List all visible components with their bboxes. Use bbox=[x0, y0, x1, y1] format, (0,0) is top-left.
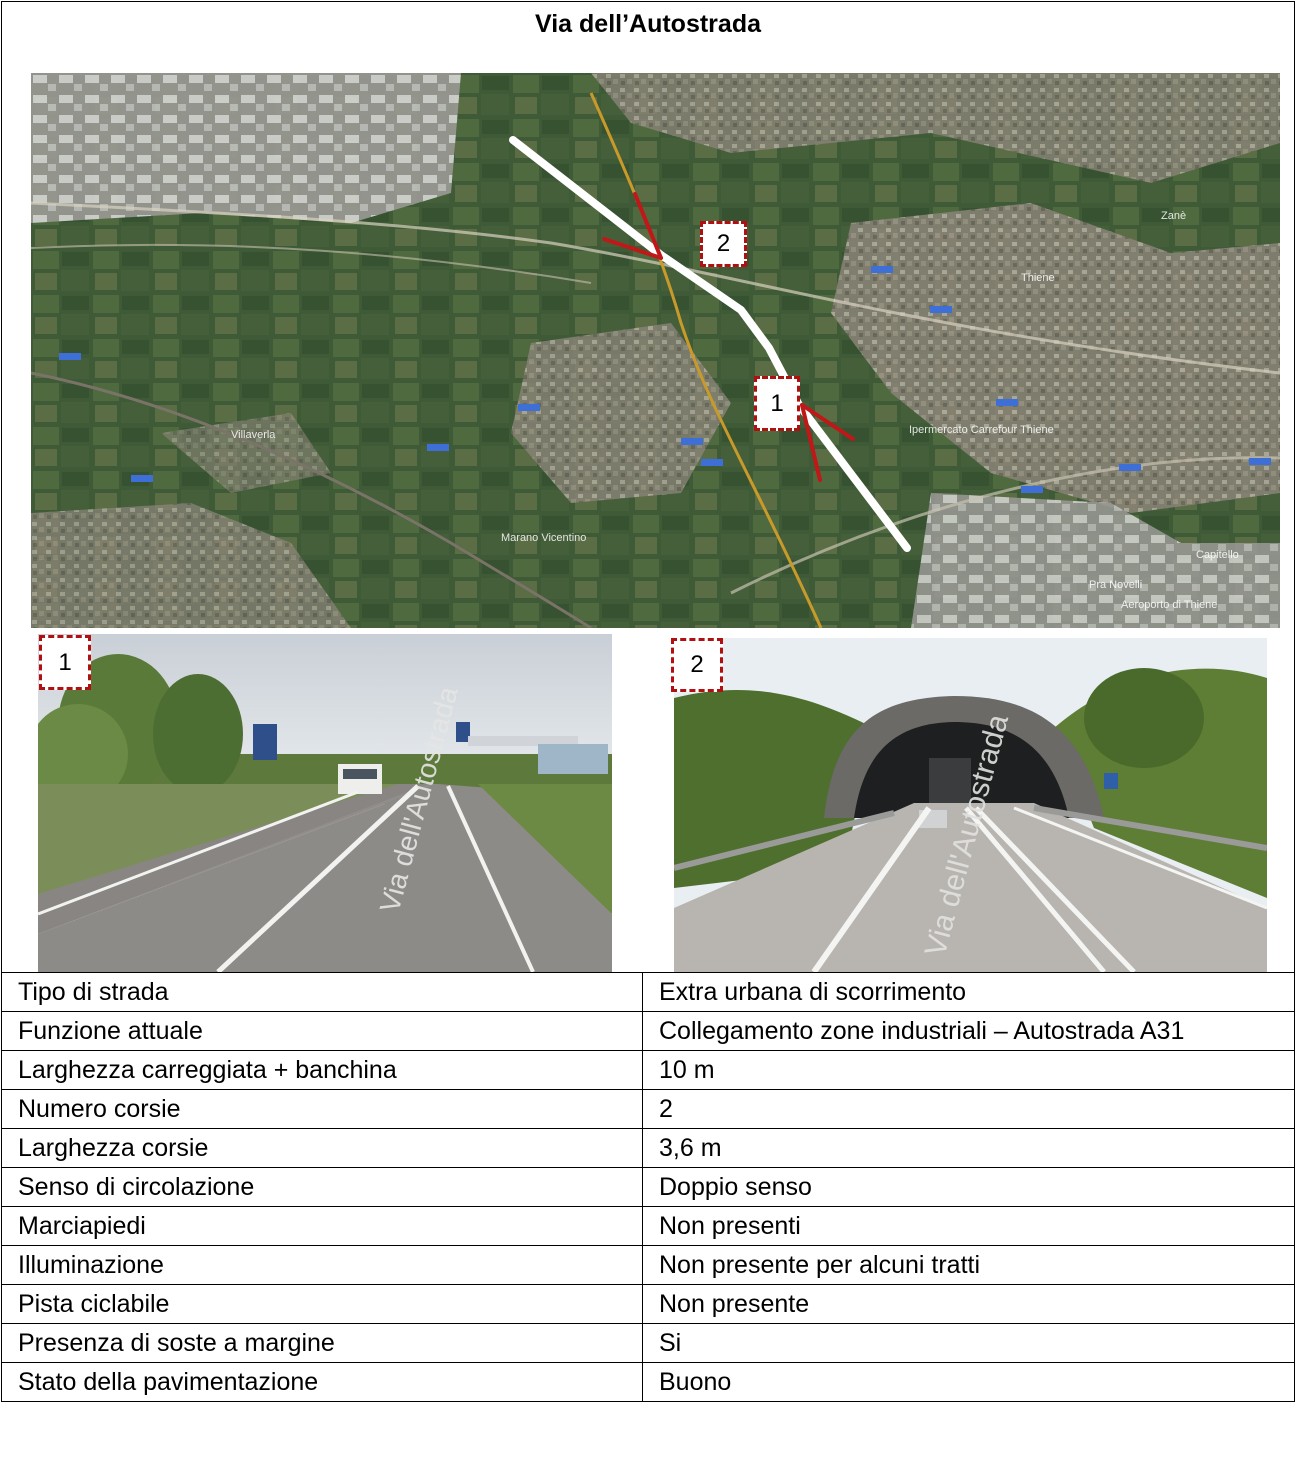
attribute-value: Doppio senso bbox=[642, 1167, 1295, 1207]
attribute-value: Non presente bbox=[642, 1284, 1295, 1324]
map-label-marano: Marano Vicentino bbox=[501, 532, 586, 544]
road-attributes-table: Tipo di strada Extra urbana di scorrimen… bbox=[1, 972, 1295, 1402]
sheet-frame bbox=[1, 1, 1295, 973]
attribute-value: 2 bbox=[642, 1089, 1295, 1129]
attribute-value: Non presente per alcuni tratti bbox=[642, 1245, 1295, 1285]
attribute-label: Illuminazione bbox=[1, 1245, 643, 1285]
satellite-map: Thiene Ipermercato Carrefour Thiene Aero… bbox=[31, 73, 1280, 628]
map-marker-2: 2 bbox=[700, 221, 747, 267]
attribute-value: 3,6 m bbox=[642, 1128, 1295, 1168]
table-row: Funzione attuale Collegamento zone indus… bbox=[1, 1011, 1295, 1051]
map-marker-1: 1 bbox=[754, 376, 800, 431]
attribute-label: Presenza di soste a margine bbox=[1, 1323, 643, 1363]
attribute-label: Pista ciclabile bbox=[1, 1284, 643, 1324]
attribute-label: Stato della pavimentazione bbox=[1, 1362, 643, 1402]
attribute-value: Buono bbox=[642, 1362, 1295, 1402]
table-row: Senso di circolazione Doppio senso bbox=[1, 1167, 1295, 1207]
attribute-value: 10 m bbox=[642, 1050, 1295, 1090]
attribute-label: Numero corsie bbox=[1, 1089, 643, 1129]
route-line bbox=[509, 136, 911, 552]
table-row: Marciapiedi Non presenti bbox=[1, 1206, 1295, 1246]
attribute-label: Larghezza carreggiata + banchina bbox=[1, 1050, 643, 1090]
attribute-label: Marciapiedi bbox=[1, 1206, 643, 1246]
attribute-label: Funzione attuale bbox=[1, 1011, 643, 1051]
attribute-label: Tipo di strada bbox=[1, 972, 643, 1012]
photo-marker-2: 2 bbox=[671, 638, 723, 692]
table-row: Illuminazione Non presente per alcuni tr… bbox=[1, 1245, 1295, 1285]
photo-2-scene: Via dell'Autostrada bbox=[674, 638, 1267, 972]
table-row: Larghezza corsie 3,6 m bbox=[1, 1128, 1295, 1168]
map-label-carrefour: Ipermercato Carrefour Thiene bbox=[909, 424, 1054, 436]
table-row: Larghezza carreggiata + banchina 10 m bbox=[1, 1050, 1295, 1090]
map-label-capitello: Capitello bbox=[1196, 549, 1239, 561]
table-row: Presenza di soste a margine Si bbox=[1, 1323, 1295, 1363]
street-photo-1: Via dell'Autostrada bbox=[38, 634, 612, 972]
attribute-value: Non presenti bbox=[642, 1206, 1295, 1246]
attribute-value: Extra urbana di scorrimento bbox=[642, 972, 1295, 1012]
table-row: Tipo di strada Extra urbana di scorrimen… bbox=[1, 972, 1295, 1012]
view-arrows bbox=[602, 192, 855, 482]
map-label-zane: Zanè bbox=[1161, 210, 1186, 222]
attribute-value: Collegamento zone industriali – Autostra… bbox=[642, 1011, 1295, 1051]
photo-marker-1: 1 bbox=[39, 635, 91, 690]
page-title: Via dell’Autostrada bbox=[535, 10, 761, 38]
map-label-airport: Aeroporto di Thiene bbox=[1121, 599, 1217, 611]
attribute-label: Larghezza corsie bbox=[1, 1128, 643, 1168]
map-label-thiene: Thiene bbox=[1021, 272, 1055, 284]
photo-1-scene: Via dell'Autostrada bbox=[38, 634, 612, 972]
map-label-pra-novelli: Pra Novelli bbox=[1089, 579, 1142, 591]
attribute-label: Senso di circolazione bbox=[1, 1167, 643, 1207]
table-row: Stato della pavimentazione Buono bbox=[1, 1362, 1295, 1402]
street-photo-2: Via dell'Autostrada bbox=[674, 638, 1267, 972]
map-label-villaverla: Villaverla bbox=[231, 429, 276, 441]
attribute-value: Si bbox=[642, 1323, 1295, 1363]
table-row: Numero corsie 2 bbox=[1, 1089, 1295, 1129]
table-row: Pista ciclabile Non presente bbox=[1, 1284, 1295, 1324]
motorway-line bbox=[589, 92, 823, 628]
map-canvas: Thiene Ipermercato Carrefour Thiene Aero… bbox=[31, 73, 1280, 628]
